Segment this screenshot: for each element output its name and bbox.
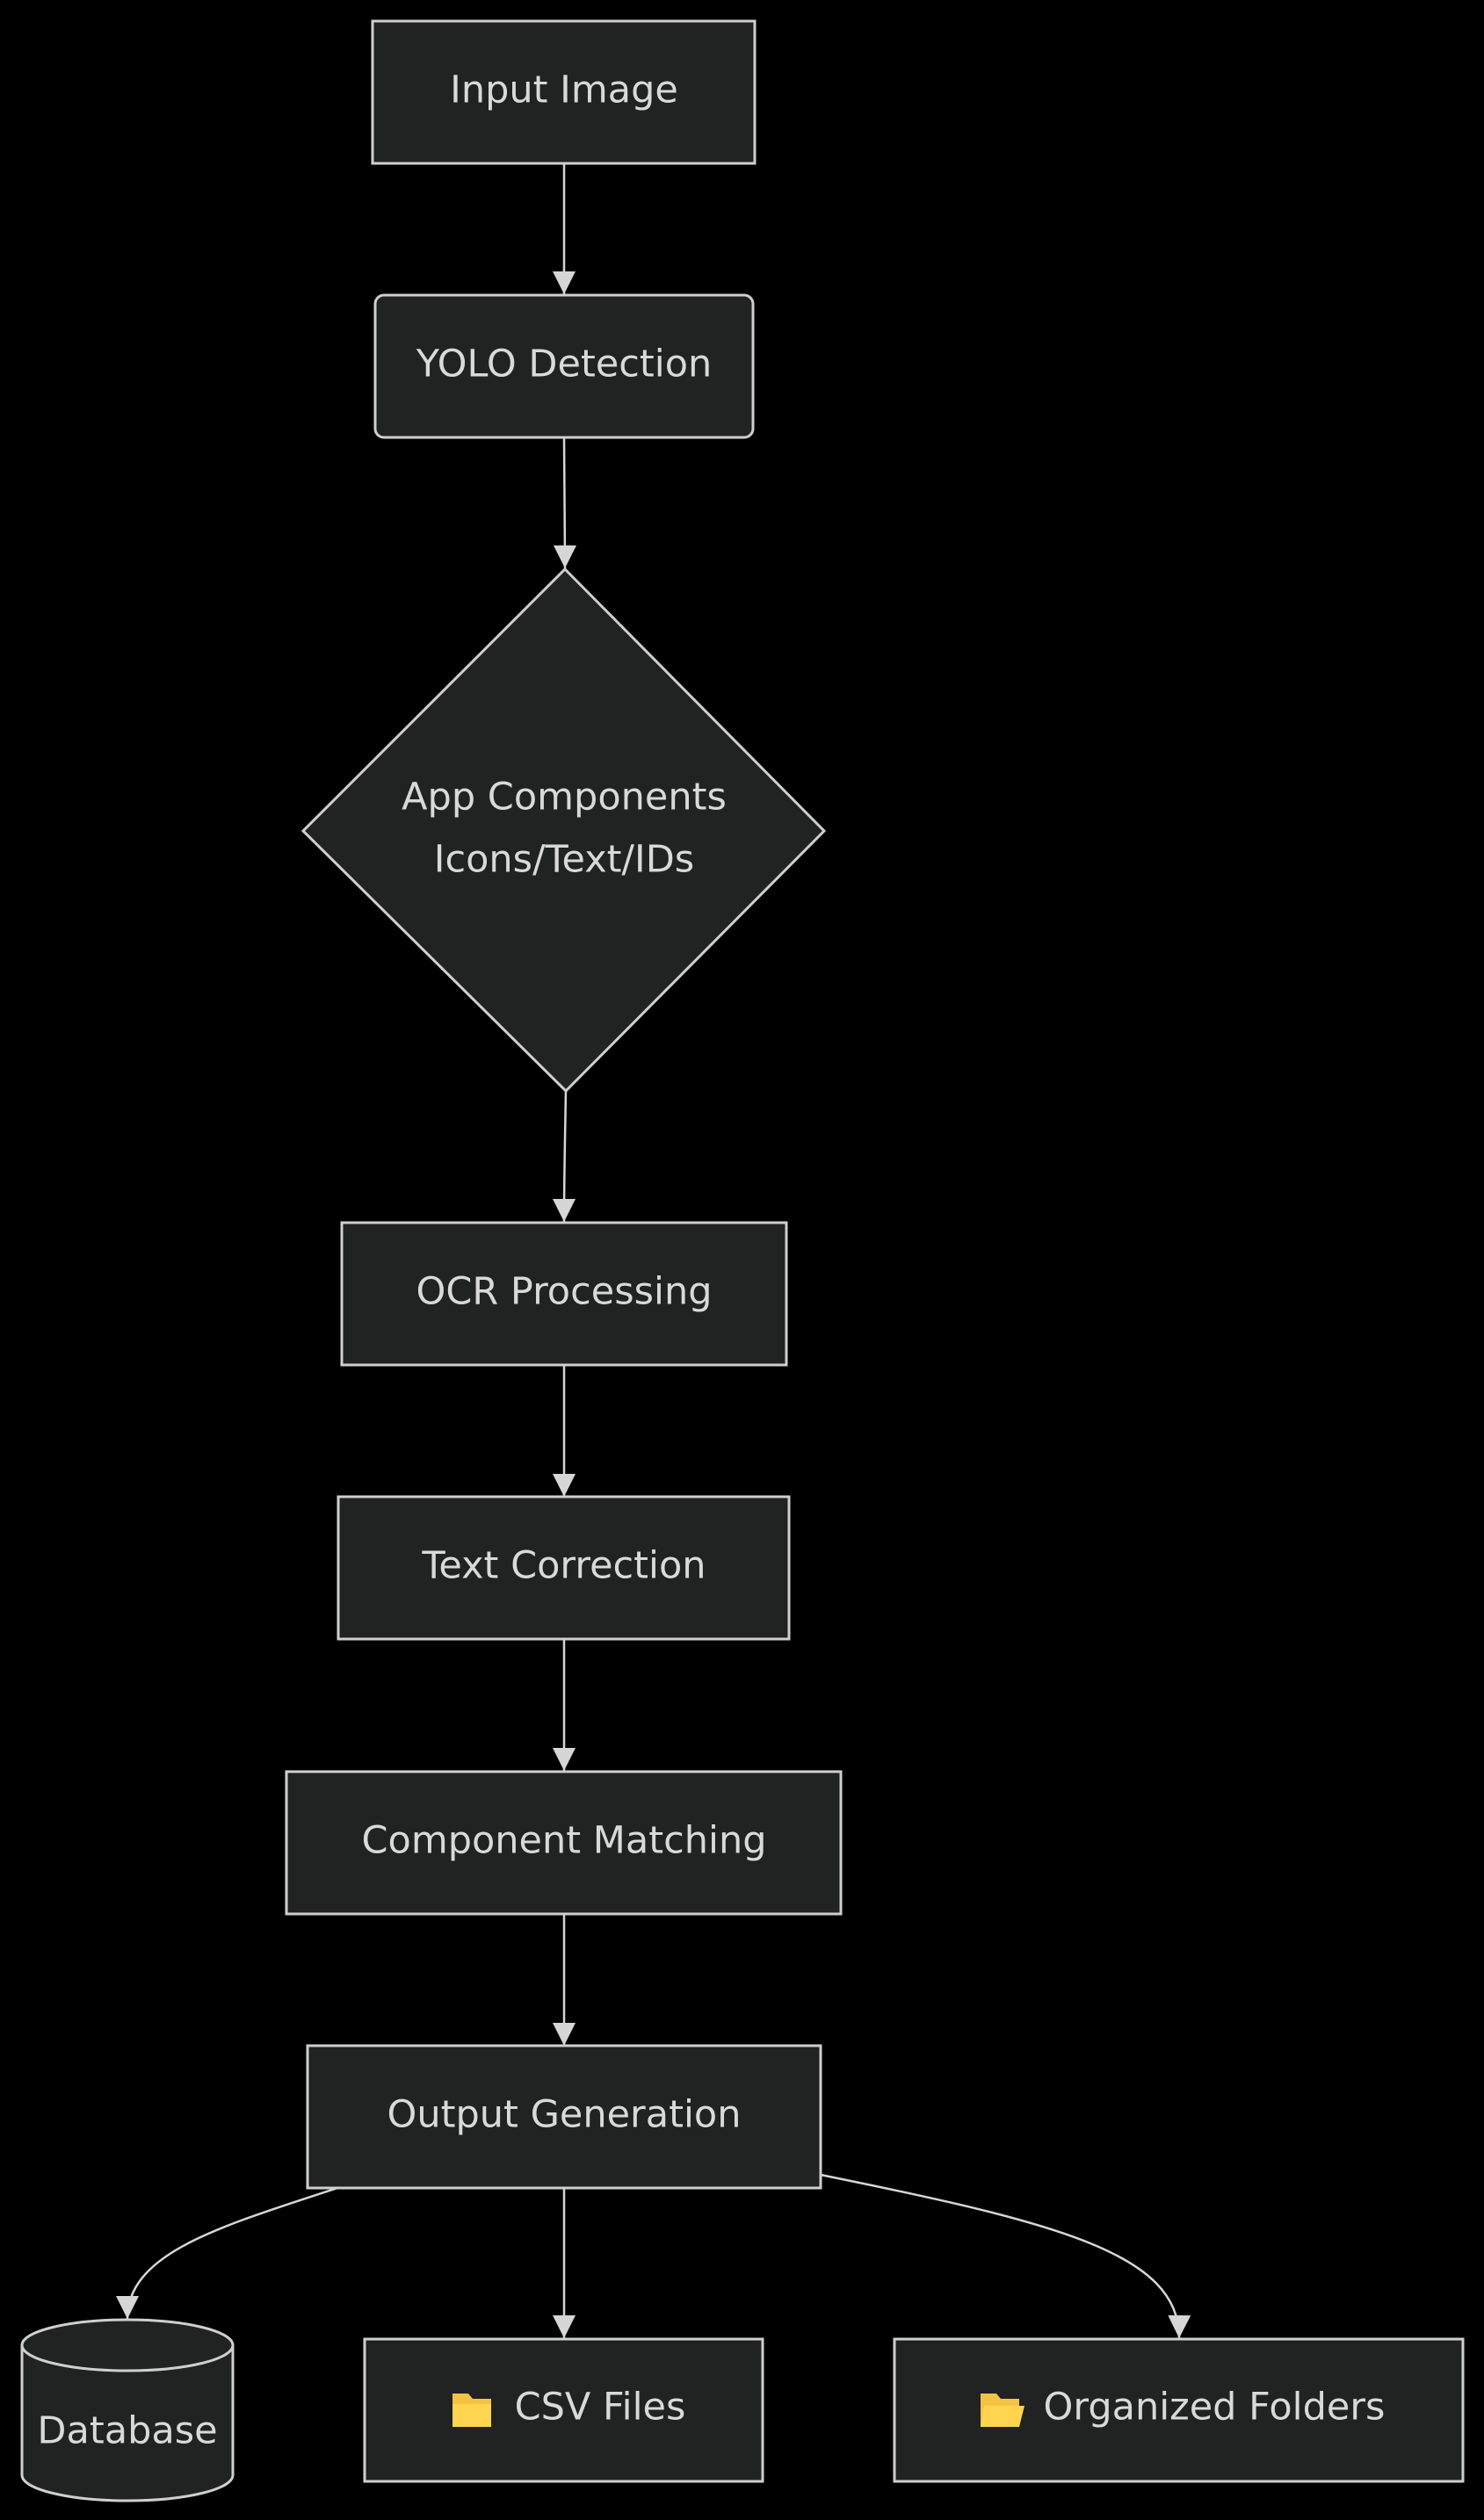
node-output-generation-label: Output Generation [387, 2093, 742, 2137]
edges [116, 163, 1191, 2339]
node-text-correction: Text Correction [337, 1495, 791, 1641]
node-ocr-processing-label: OCR Processing [416, 1270, 712, 1314]
node-app-components-label-line2: Icons/Text/IDs [434, 838, 694, 882]
node-database: Database [20, 2318, 235, 2502]
edge-app-components-to-ocr [553, 1090, 576, 1223]
node-yolo-detection-label: YOLO Detection [416, 343, 713, 386]
node-yolo-detection: YOLO Detection [373, 293, 755, 439]
edge-output-generation-to-database [116, 2186, 338, 2320]
edge-yolo-to-app-components [553, 437, 576, 569]
folder-icon [452, 2394, 491, 2427]
node-app-components-decision: App Components Icons/Text/IDs [300, 567, 827, 1094]
folder-icon [981, 2394, 1024, 2427]
node-input-image-label: Input Image [450, 69, 678, 112]
node-input-image: Input Image [371, 19, 756, 165]
node-text-correction-label: Text Correction [421, 1544, 706, 1588]
database-cylinder-body [20, 2345, 235, 2502]
node-ocr-processing: OCR Processing [340, 1221, 788, 1367]
node-component-matching-label: Component Matching [361, 1819, 766, 1863]
node-app-components-label-line1: App Components [402, 776, 727, 820]
node-organized-folders: Organized Folders [893, 2337, 1465, 2483]
edge-output-generation-to-organized-folders [820, 2173, 1191, 2339]
node-organized-folders-label: Organized Folders [1044, 2386, 1386, 2430]
node-component-matching: Component Matching [285, 1770, 843, 1916]
database-cylinder-top [20, 2318, 235, 2372]
node-database-label: Database [37, 2409, 217, 2453]
node-csv-files-label: CSV Files [515, 2386, 686, 2430]
node-csv-files: CSV Files [363, 2337, 764, 2483]
node-output-generation: Output Generation [306, 2044, 822, 2190]
